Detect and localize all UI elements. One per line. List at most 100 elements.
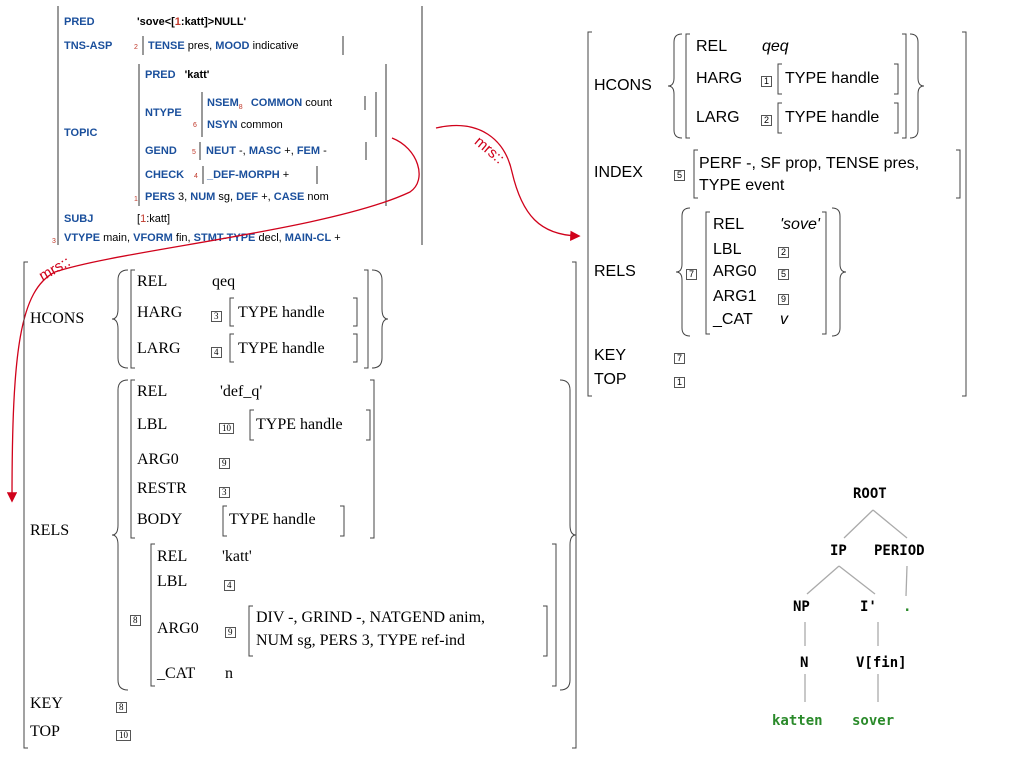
check-tag: 4 [194, 173, 198, 180]
num-value: sg, [218, 191, 234, 203]
right-sove-rel-value: 'sove' [780, 216, 820, 233]
left-key-label: KEY [30, 695, 63, 712]
pred-value: 'sove<[1:katt]>NULL' [137, 16, 246, 28]
subj-label: SUBJ [64, 213, 94, 225]
left-hcons-harg-label: HARG [137, 304, 183, 321]
tree-edges [804, 509, 908, 702]
nsem-label: NSEM [207, 97, 239, 109]
pred-label: PRED [64, 16, 95, 28]
lfg-brackets [57, 6, 423, 245]
mrs-right-brackets [587, 31, 967, 397]
left-defq-restr-label: RESTR [137, 480, 187, 497]
masc-label: MASC [248, 145, 282, 157]
common-value: count [305, 97, 333, 109]
topic-tag: 1 [134, 196, 138, 203]
right-sove-arg0-label: ARG0 [713, 263, 757, 280]
right-sove-cat-label: _CAT [713, 311, 753, 328]
right-index-value-2: TYPE event [699, 177, 785, 194]
topic-pred-label: PRED [145, 69, 176, 81]
right-hcons-label: HCONS [594, 77, 652, 94]
right-sove-cat-value: v [780, 311, 788, 328]
subj-value-post: :katt] [146, 213, 171, 225]
maincl-value: + [334, 232, 341, 244]
right-top-box: 1 [674, 377, 686, 389]
arrow-to-left-mrs [6, 137, 420, 503]
right-rels-label: RELS [594, 263, 636, 280]
ntype-label: NTYPE [145, 107, 182, 119]
defmorph-label: _DEF-MORPH [207, 169, 280, 181]
right-top-label: TOP [594, 371, 627, 388]
right-key-label: KEY [594, 347, 627, 364]
left-hcons-larg-label: LARG [137, 340, 181, 357]
tree-leaf-katten: katten [772, 713, 823, 729]
right-sove-arg1-box: 9 [778, 294, 790, 306]
pred-value-index: 1 [174, 16, 181, 28]
right-key-box: 7 [674, 353, 686, 365]
left-defq-lbl-label: LBL [137, 416, 168, 433]
left-katt-box: 8 [130, 614, 141, 626]
gend-tag: 5 [192, 149, 196, 156]
ntype-tag: 6 [193, 122, 197, 129]
fem-value: - [323, 145, 327, 157]
mrs-left-brackets [23, 261, 577, 749]
mood-value: indicative [252, 40, 299, 52]
left-top-label: TOP [30, 723, 60, 740]
left-defq-body-label: BODY [137, 511, 183, 528]
right-hcons-harg-value: TYPE handle [785, 70, 880, 87]
left-rels-label: RELS [30, 522, 70, 539]
arrow-to-right-mrs [435, 124, 581, 241]
tense-value: pres, [187, 40, 213, 52]
case-label: CASE [273, 191, 305, 203]
pred-value-pre: 'sove<[ [137, 16, 175, 28]
topic-pred: PRED 'katt' [145, 69, 209, 81]
tree-leaf-dot: . [903, 599, 912, 615]
tnsasp-value: TENSE pres, MOOD indicative [148, 40, 298, 52]
left-hcons-label: HCONS [30, 310, 85, 327]
fem-label: FEM [296, 145, 321, 157]
tree-node-period: PERIOD [874, 543, 925, 559]
right-sove-rel-label: REL [713, 216, 745, 233]
nsem-tag: 8 [238, 104, 243, 112]
topic-label: TOPIC [64, 127, 98, 139]
left-katt-arg0-value-2: NUM sg, PERS 3, TYPE ref-ind [256, 632, 466, 649]
tnsasp-label: TNS-ASP [64, 40, 113, 52]
left-defq-body-value: TYPE handle [229, 511, 316, 528]
right-sove-arg0-box: 5 [778, 269, 790, 281]
left-hcons-rel-label: REL [137, 273, 168, 290]
tree-node-ip: IP [830, 543, 847, 559]
left-katt-cat-value: n [225, 665, 233, 682]
right-sove-lbl-label: LBL [713, 241, 742, 258]
left-katt-lbl-box: 4 [224, 579, 235, 591]
right-sove-arg1-label: ARG1 [713, 288, 757, 305]
right-hcons-rel-label: REL [696, 38, 728, 55]
def-value: +, [261, 191, 271, 203]
left-katt-arg0-label: ARG0 [157, 620, 199, 637]
tree-node-np: NP [793, 599, 810, 615]
right-hcons-harg-label: HARG [696, 70, 743, 87]
left-hcons-harg-value: TYPE handle [238, 304, 325, 321]
tnsasp-tag: 2 [134, 44, 138, 51]
subj-value: [1:katt] [137, 213, 170, 225]
vtype-value: main, [103, 232, 131, 244]
left-defq-restr-box: 3 [219, 486, 230, 498]
nsyn-value: common [240, 119, 283, 131]
masc-value: +, [284, 145, 294, 157]
left-defq-lbl-box: 10 [219, 422, 234, 434]
pers-label: PERS [145, 191, 175, 203]
nsyn-label: NSYN [207, 119, 238, 131]
left-hcons-rel-value: qeq [212, 273, 236, 290]
check-label: CHECK [145, 169, 185, 181]
left-hcons-harg-box: 3 [211, 310, 222, 322]
maincl-label: MAIN-CL [284, 232, 332, 244]
tense-label: TENSE [148, 40, 185, 52]
right-index-label: INDEX [594, 164, 643, 181]
tree-node-root: ROOT [853, 486, 887, 502]
common-label: COMMON [250, 97, 303, 109]
left-hcons-larg-value: TYPE handle [238, 340, 325, 357]
outer-tag: 3 [52, 238, 56, 245]
left-katt-arg0-value-1: DIV -, GRIND -, NATGEND anim, [256, 609, 486, 626]
defmorph-value: + [282, 169, 290, 181]
left-katt-arg0-box: 9 [225, 626, 236, 638]
tree-node-ibar: I' [860, 599, 877, 615]
tree-node-n: N [800, 655, 809, 671]
